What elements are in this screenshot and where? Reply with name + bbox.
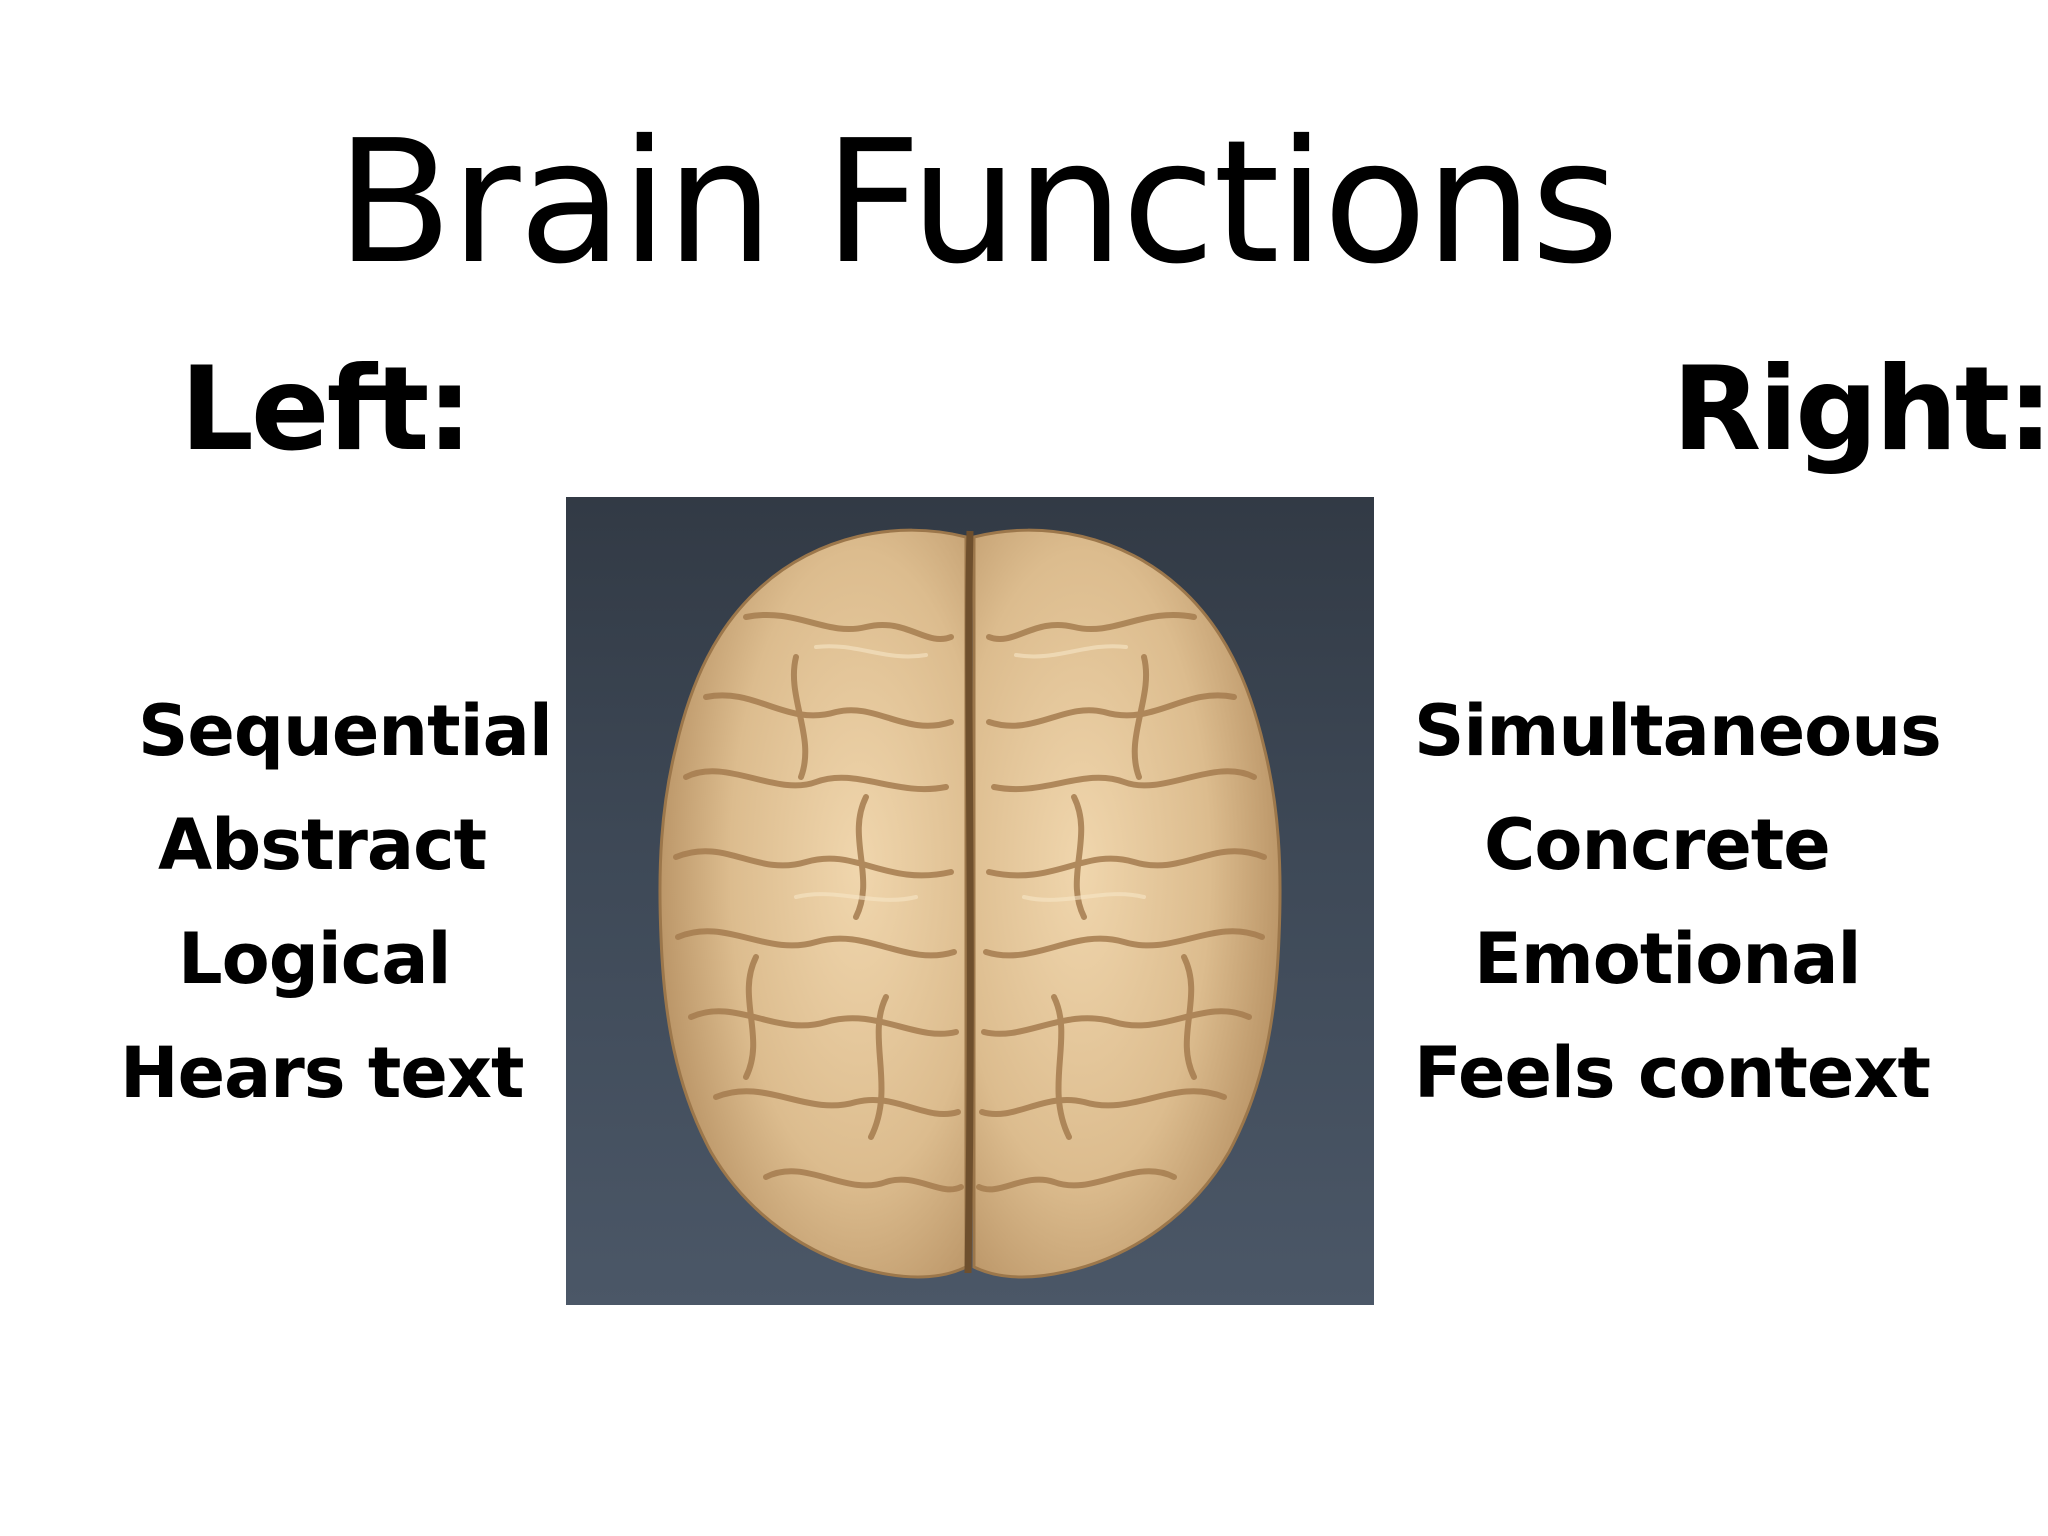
left-heading: Left: (180, 342, 473, 477)
longitudinal-fissure (964, 530, 974, 1274)
right-sulci (976, 611, 1267, 1193)
right-trait-concrete: Concrete (1484, 804, 1831, 886)
right-heading: Right: (1672, 342, 2048, 477)
brain-image (566, 497, 1374, 1305)
brain-highlights (794, 644, 1146, 902)
left-trait-abstract: Abstract (158, 804, 487, 886)
right-trait-simultaneous: Simultaneous (1414, 690, 1942, 772)
brain-top-view-illustration (658, 528, 1282, 1279)
slide-title: Brain Functions (336, 104, 1619, 302)
left-trait-hears-text: Hears text (120, 1032, 524, 1114)
left-sulci (673, 611, 964, 1193)
left-trait-logical: Logical (178, 918, 452, 1000)
right-trait-emotional: Emotional (1474, 918, 1861, 1000)
right-hemisphere (972, 528, 1282, 1279)
left-trait-sequential: Sequential (138, 690, 553, 772)
left-hemisphere (658, 528, 968, 1279)
right-trait-feels-context: Feels context (1414, 1032, 1931, 1114)
